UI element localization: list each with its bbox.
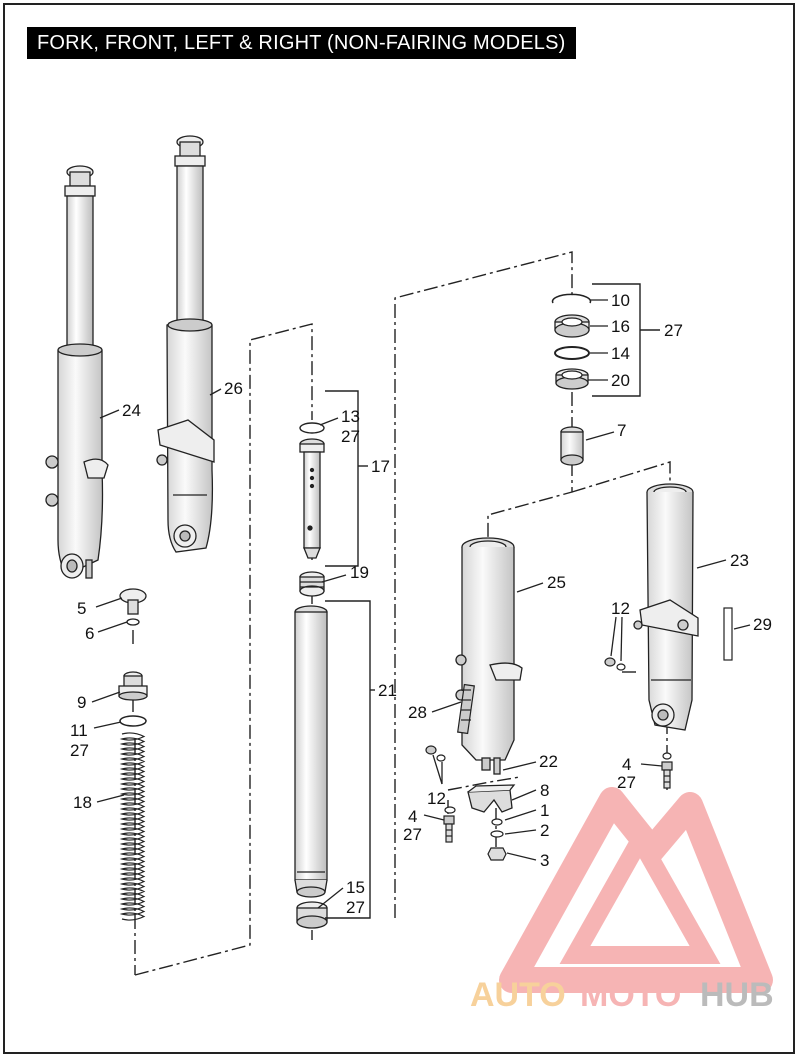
drain-screw-28: [457, 683, 475, 735]
watermark-hub: HUB: [700, 976, 774, 1014]
fork-spring-18: [119, 732, 146, 921]
fork-cap-5: [119, 588, 147, 615]
nut-3: [487, 847, 507, 861]
callout-16: 16: [611, 317, 630, 336]
callout-13: 13: [341, 407, 360, 426]
callout-4-left: 4: [408, 807, 417, 826]
washer-14: [554, 346, 590, 360]
callout-17: 17: [371, 457, 390, 476]
callout-27-15: 27: [346, 898, 365, 917]
callout-15: 15: [346, 878, 365, 897]
callout-21: 21: [378, 681, 397, 700]
callout-9: 9: [77, 693, 86, 712]
slider-25: [455, 537, 523, 775]
plug-9: [118, 671, 148, 701]
callout-27-4-left: 27: [403, 825, 422, 844]
callout-22: 22: [539, 752, 558, 771]
fork-assembly-26: [156, 135, 215, 553]
fork-tube-21: [294, 605, 328, 898]
callout-25: 25: [547, 573, 566, 592]
callout-20: 20: [611, 371, 630, 390]
watermark-auto: AUTO: [470, 976, 566, 1014]
page-border: [3, 3, 795, 1054]
callout-5: 5: [77, 599, 86, 618]
callout-19: 19: [350, 563, 369, 582]
callout-14: 14: [611, 344, 630, 363]
callout-27-4-right: 27: [617, 773, 636, 792]
callout-2: 2: [540, 821, 549, 840]
washer-2: [490, 830, 504, 838]
screw-4-left: [443, 815, 455, 843]
callout-27-13: 27: [341, 427, 360, 446]
callout-10: 10: [611, 291, 630, 310]
callout-11: 11: [70, 721, 88, 740]
bolts-12-right: [604, 657, 672, 760]
callout-28: 28: [408, 703, 427, 722]
fork-assembly-24: [45, 165, 109, 579]
watermark-moto: MOTO: [580, 976, 681, 1014]
page-title: FORK, FRONT, LEFT & RIGHT (NON-FAIRING M…: [27, 27, 576, 59]
watermark-logo: AUTO MOTO HUB: [470, 787, 774, 1014]
spacer-7: [560, 426, 584, 466]
bushing-15: [296, 901, 328, 929]
bolts-12-left: [425, 745, 456, 814]
callout-23: 23: [730, 551, 749, 570]
leader-lines: [91, 299, 751, 909]
seal-16: [554, 314, 590, 338]
decal-29: [723, 607, 733, 661]
callout-7: 7: [617, 421, 626, 440]
bushing-20: [555, 368, 589, 390]
callout-27-kit: 27: [664, 321, 683, 340]
callout-brackets: [325, 283, 660, 919]
callout-26: 26: [224, 379, 243, 398]
rebound-spring-19: [299, 571, 325, 597]
ring-13: [299, 422, 325, 434]
lockwasher-1: [491, 818, 503, 826]
slider-23: [633, 483, 699, 731]
callout-6: 6: [85, 624, 94, 643]
o-ring-11: [119, 715, 147, 727]
callout-27-11: 27: [70, 741, 89, 760]
callout-8: 8: [540, 781, 549, 800]
screw-4-right: [661, 761, 673, 789]
retaining-ring-10: [551, 293, 592, 304]
callout-labels: 10 16 14 20 27 7 13 27 17 19 21 15 27 24…: [70, 291, 772, 917]
callout-29: 29: [753, 615, 772, 634]
callout-1: 1: [540, 801, 549, 820]
callout-3: 3: [540, 851, 549, 870]
callout-12-right: 12: [611, 599, 630, 618]
callout-4-right: 4: [622, 755, 631, 774]
callout-24: 24: [122, 401, 141, 420]
damper-tube-17: [299, 438, 325, 559]
washer-6: [126, 618, 140, 626]
axle-clamp-8: [467, 784, 516, 813]
callout-18: 18: [73, 793, 92, 812]
callout-12-left: 12: [427, 789, 446, 808]
